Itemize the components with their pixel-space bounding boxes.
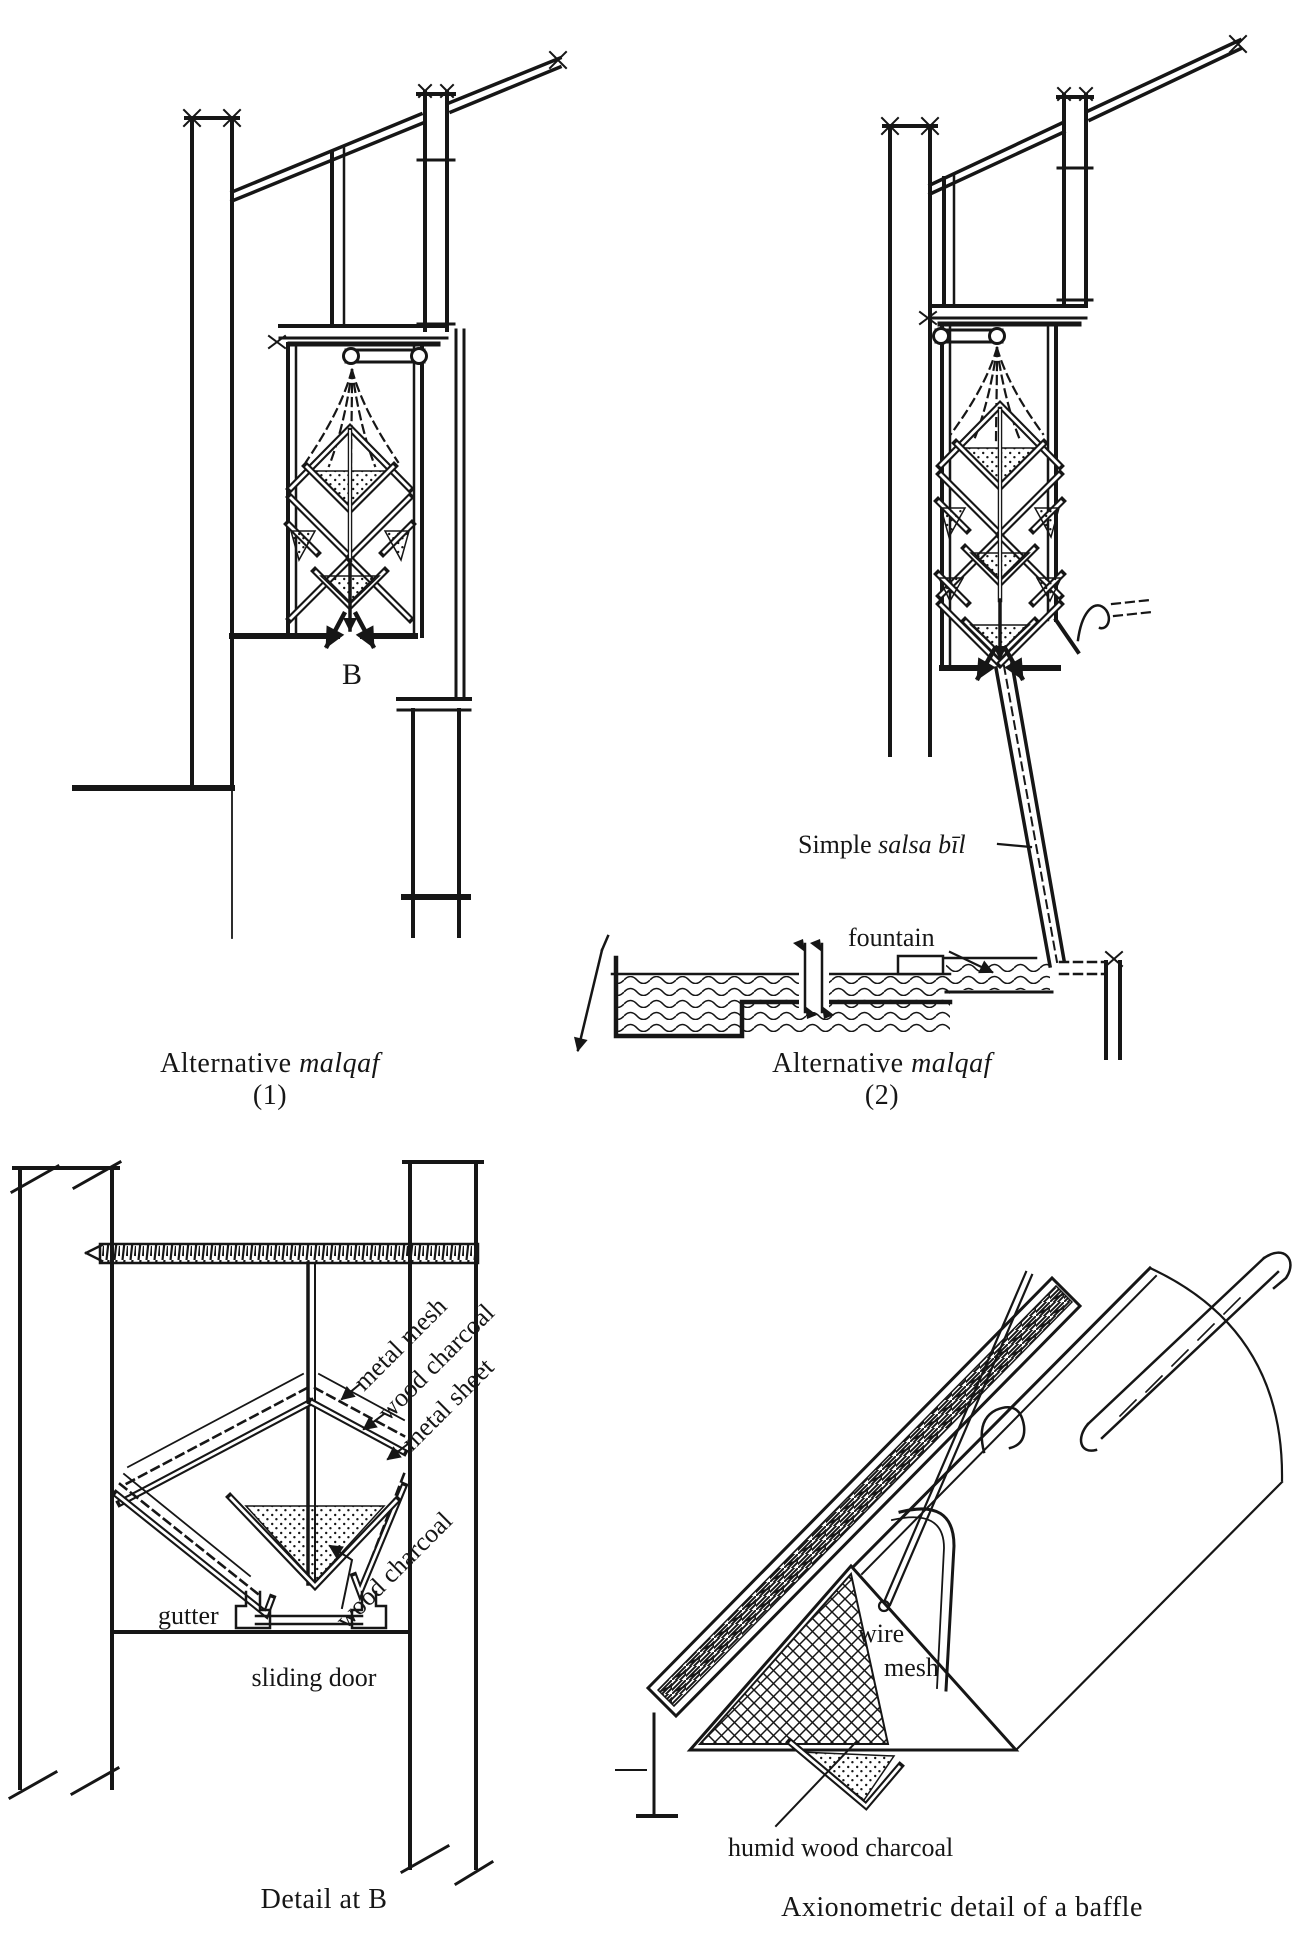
spray-pipe [932, 327, 1006, 345]
wall-left [7, 1159, 123, 1801]
figure-alt2-section: Simple salsa bīl fountain Alternative ma… [573, 34, 1248, 1111]
sheet-and-charcoal-slab [645, 1275, 1083, 1719]
figure-detail-b: metal mesh wood charcoal metal sheet woo… [7, 1159, 500, 1915]
fountain-leader-arrow [948, 950, 994, 974]
ceiling-hatched-slab [84, 1242, 480, 1265]
humid-charcoal-tray [785, 1737, 905, 1811]
caption-baffle: Axionometric detail of a baffle [781, 1892, 1143, 1923]
baffle-lattice [933, 400, 1067, 669]
spray-pipe [342, 347, 428, 365]
wall-left [182, 108, 242, 939]
upper-baffle-layers [115, 1372, 409, 1508]
baffle-lattice [283, 423, 417, 632]
outlet [939, 646, 1061, 682]
label-humid-wood-charcoal: humid wood charcoal [728, 1833, 953, 1862]
ceiling-slab [267, 324, 449, 350]
wall-left [880, 116, 940, 757]
gutter-right [350, 1590, 388, 1630]
side-baffle-slats [111, 1472, 409, 1620]
caption-alt2: Alternative malqaf [772, 1048, 994, 1079]
label-gutter: gutter [158, 1601, 219, 1630]
figure-alt1-section: B Alternative malqaf (1) [72, 50, 568, 1111]
figure-baffle-axonometric: wire mesh humid wood charcoal Axionometr… [615, 1251, 1292, 1923]
label-wire: wire [858, 1619, 904, 1648]
label-point-b: B [342, 658, 362, 691]
label-sliding-door: sliding door [252, 1663, 377, 1692]
charcoal-leader-line [774, 1740, 858, 1828]
water-spray [949, 346, 1045, 444]
column-right [1056, 86, 1094, 308]
caption-alt1: Alternative malqaf [160, 1048, 382, 1079]
end-support [615, 1712, 678, 1818]
outlet [229, 610, 418, 650]
prism-edges [851, 1265, 1284, 1752]
roof [927, 34, 1248, 197]
salsabil-leader-line [996, 842, 1033, 849]
detached-mesh-strip [1079, 1251, 1292, 1452]
hook-clip [980, 1406, 1026, 1454]
label-mesh: mesh [884, 1653, 939, 1682]
ceiling-slab [918, 304, 1088, 327]
wall-right [399, 1160, 495, 1887]
prism-front-face [686, 1563, 1020, 1752]
pool-and-fountain [573, 934, 1124, 1060]
salsabil-slope [993, 598, 1154, 969]
charcoal-tray [225, 1492, 402, 1592]
column-right [416, 83, 456, 332]
wall-right-lower [396, 328, 472, 938]
sliding-door-panel [254, 1614, 364, 1626]
gutter-left [234, 1590, 272, 1630]
label-fountain: fountain [848, 923, 935, 952]
label-salsabil: Simple salsa bīl [798, 830, 966, 859]
caption-detail-b: Detail at B [261, 1884, 388, 1915]
roof [229, 50, 568, 204]
caption-alt2-number: (2) [865, 1080, 899, 1111]
caption-alt1-number: (1) [253, 1080, 287, 1111]
tie-wire-needle [877, 1270, 1034, 1613]
